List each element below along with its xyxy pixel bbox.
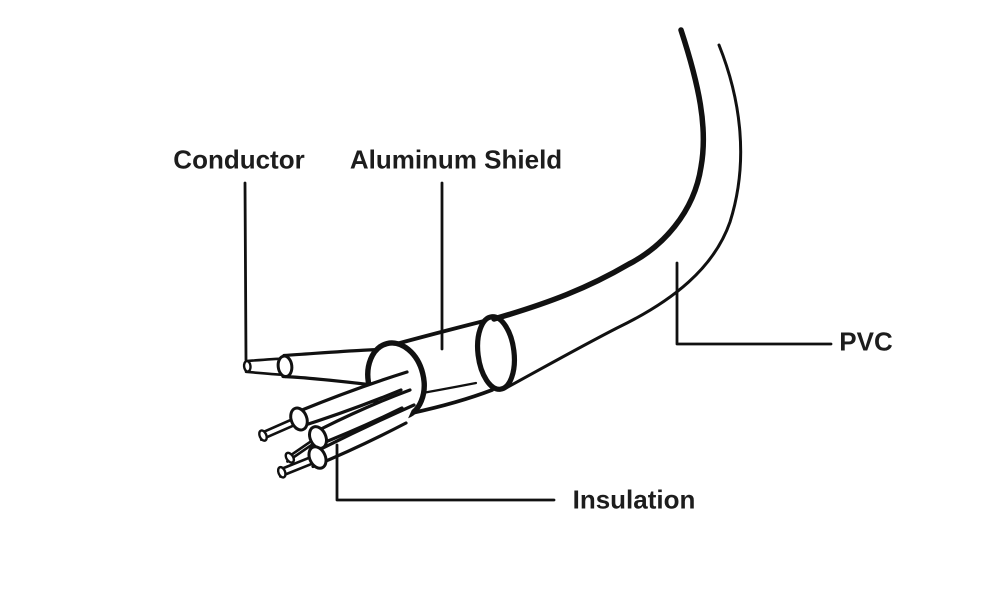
wire-2-insulation-top-edge (300, 370, 409, 412)
wire-2-insulation-cap (289, 406, 309, 432)
wire-top-insulation-cap (276, 354, 294, 379)
wire-3-conductor-tip (284, 451, 296, 464)
wire-4-insulation-top-edge (320, 403, 416, 451)
leader-insulation (335, 443, 556, 502)
leader-pvc (675, 261, 833, 346)
jacket-outer-edge (491, 27, 707, 322)
wire-2 (258, 370, 409, 442)
wire-2-insulation-fill (296, 372, 407, 428)
wire-top-conductor-tip (242, 359, 252, 373)
label-insulation: Insulation (572, 484, 696, 515)
jacket-cut-edge (474, 314, 518, 392)
label-pvc: PVC (839, 326, 893, 357)
wire-3-insulation-top-edge (320, 388, 412, 431)
wire-3 (284, 388, 412, 464)
wire-3-insulation-fill (314, 390, 410, 447)
wire-2-conductor-tip (258, 429, 268, 442)
jacket-inner-edge (504, 43, 743, 390)
leader-lines (243, 181, 833, 502)
shield-bottom-edge (410, 388, 494, 415)
leader-conductor (243, 181, 248, 362)
wire-4-insulation-cap (307, 445, 328, 470)
wire-4-conductor-tip (276, 465, 287, 479)
wire-top-bare-fill (246, 358, 285, 375)
label-conductor: Conductor (173, 144, 305, 175)
pvc-jacket (394, 27, 743, 415)
label-aluminum-shield: Aluminum Shield (349, 144, 563, 175)
